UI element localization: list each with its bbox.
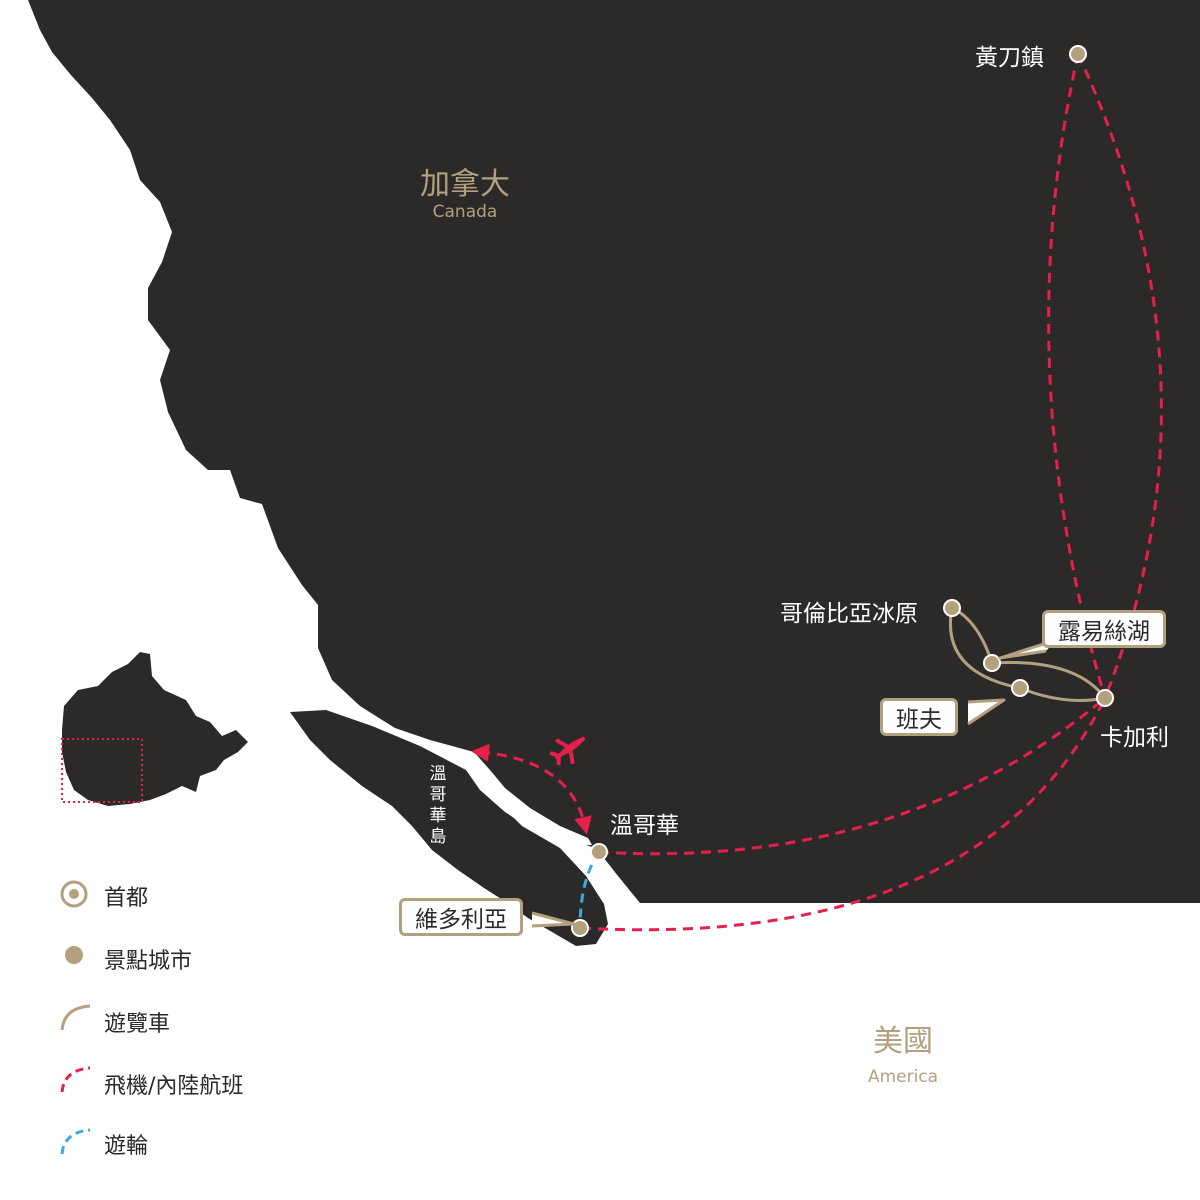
callout-pointers [531,638,1057,928]
mainland-canada-land [28,0,1200,903]
city-dots [571,45,1114,937]
city-dot-icon [65,946,83,964]
legend-capital-label: 首都 [104,886,149,911]
vancouver-island-land [290,710,608,946]
lake-louise-dot [983,654,1001,672]
flight-routes [471,53,1163,932]
country-america-en: America [867,1067,939,1087]
label-calgary: 卡加利 [1100,725,1169,751]
label-vancouver-island: 溫 哥 華 島 [427,764,449,848]
banff-dot [1011,679,1029,697]
inset-highlight-box [61,738,143,803]
country-canada-en: Canada [432,202,498,222]
legend-city-label: 景點城市 [104,949,193,974]
callout-victoria: 維多利亞 [399,898,523,936]
island-char: 溫 [429,764,447,784]
victoria-dot [571,919,589,937]
legend-flight-label: 飛機/內陸航班 [104,1074,244,1099]
island-char: 華 [429,806,447,826]
label-columbia-icefield: 哥倫比亞冰原 [780,601,918,627]
yellowknife-dot [1069,45,1087,63]
legend-symbols [60,880,91,1155]
island-char: 島 [429,827,447,847]
country-america-zh: 美國 [873,1024,933,1059]
callout-banff: 班夫 [880,698,958,736]
capital-icon [60,880,88,908]
country-canada-zh: 加拿大 [420,167,510,202]
flight-line-icon [60,1066,91,1093]
cruise-line-icon [60,1128,91,1155]
legend-cruise-label: 遊輪 [104,1134,149,1159]
vancouver-dot [590,843,608,861]
airplane-icon [549,736,586,766]
calgary-dot [1096,689,1114,707]
label-vancouver: 溫哥華 [610,813,679,839]
inset-canada-map [62,652,248,806]
label-yellowknife: 黃刀鎮 [975,45,1044,71]
columbia-icefield-dot [943,599,961,617]
legend-tour-bus-label: 遊覽車 [104,1012,171,1037]
tour-bus-line-icon [60,1004,91,1031]
callout-lake-louise: 露易絲湖 [1042,610,1166,648]
island-char: 哥 [429,785,447,805]
